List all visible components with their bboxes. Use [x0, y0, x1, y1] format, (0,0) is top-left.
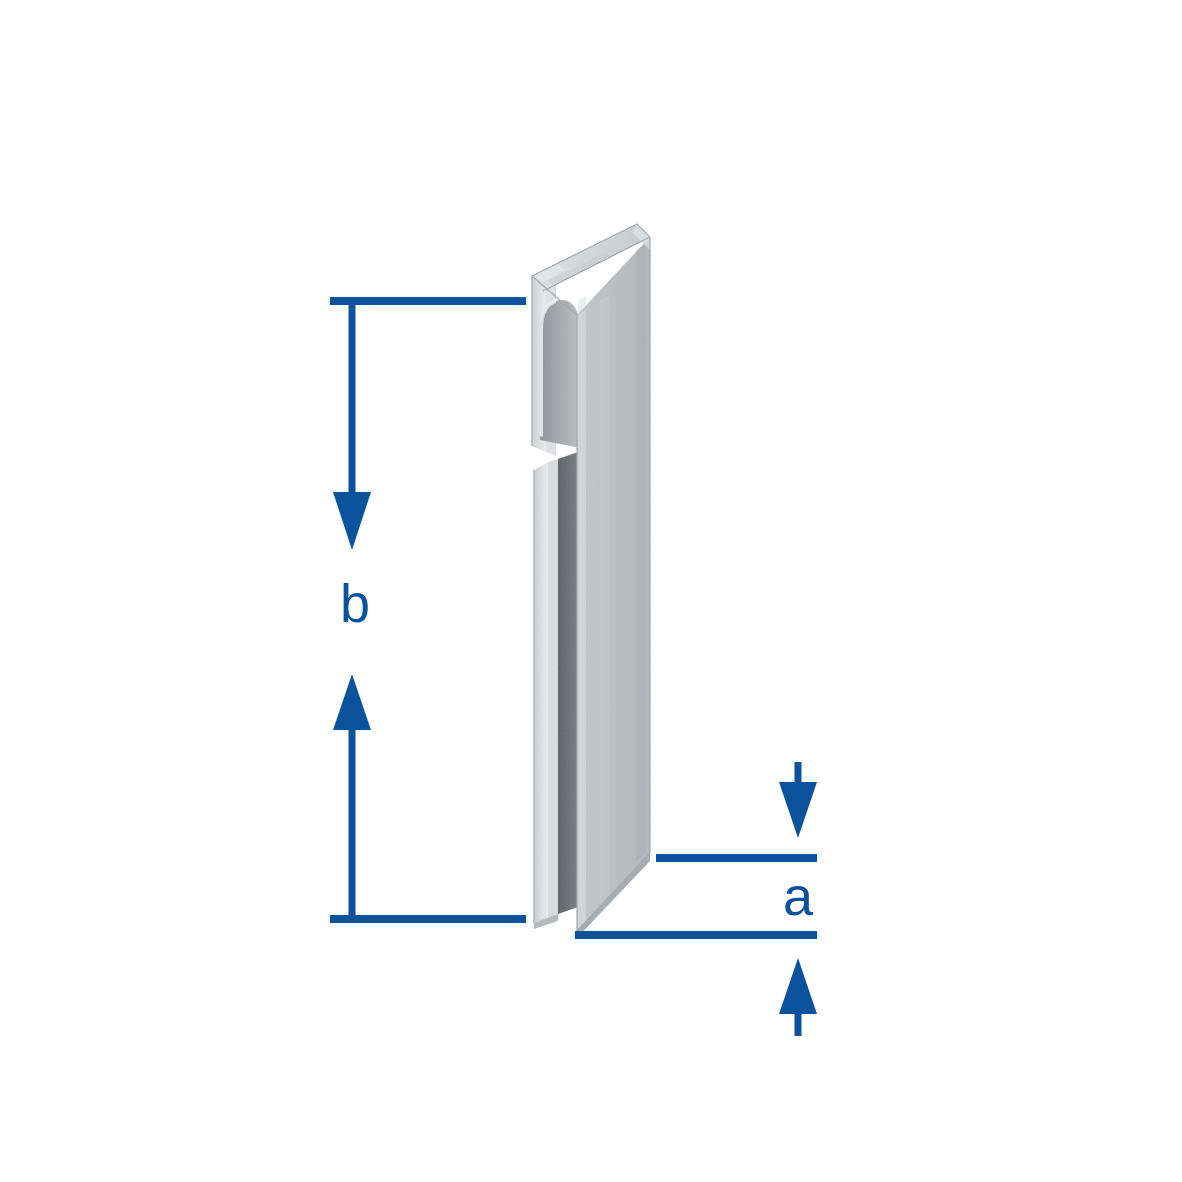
- profile-back-wall-top-facet: [532, 264, 566, 282]
- profile-inner-groove-upper: [540, 299, 580, 448]
- profile-back-wall-lower: [534, 459, 558, 923]
- profile-top-end-face: [532, 224, 650, 291]
- profile-outline-accents: [530, 223, 651, 933]
- profile-inner-channel-lower: [558, 452, 578, 914]
- dimension-a-group: a: [575, 762, 817, 1036]
- aluminium-profile-illustration: [530, 223, 651, 938]
- dimension-a-arrow-down-head: [779, 782, 817, 838]
- profile-front-bottom-edge: [577, 853, 650, 938]
- dimension-b-arrow-up-head: [333, 674, 371, 730]
- profile-back-wall-bottom-edge: [534, 914, 558, 929]
- dimension-a-arrow-up-head: [779, 958, 817, 1014]
- dimension-b-arrow-down-head: [333, 492, 371, 550]
- dimension-b-label: b: [340, 574, 370, 634]
- dimension-b-group: b: [330, 297, 526, 923]
- profile-front-top-edge-highlight: [633, 224, 650, 250]
- profile-front-face: [577, 237, 650, 931]
- dimension-a-label: a: [783, 867, 814, 927]
